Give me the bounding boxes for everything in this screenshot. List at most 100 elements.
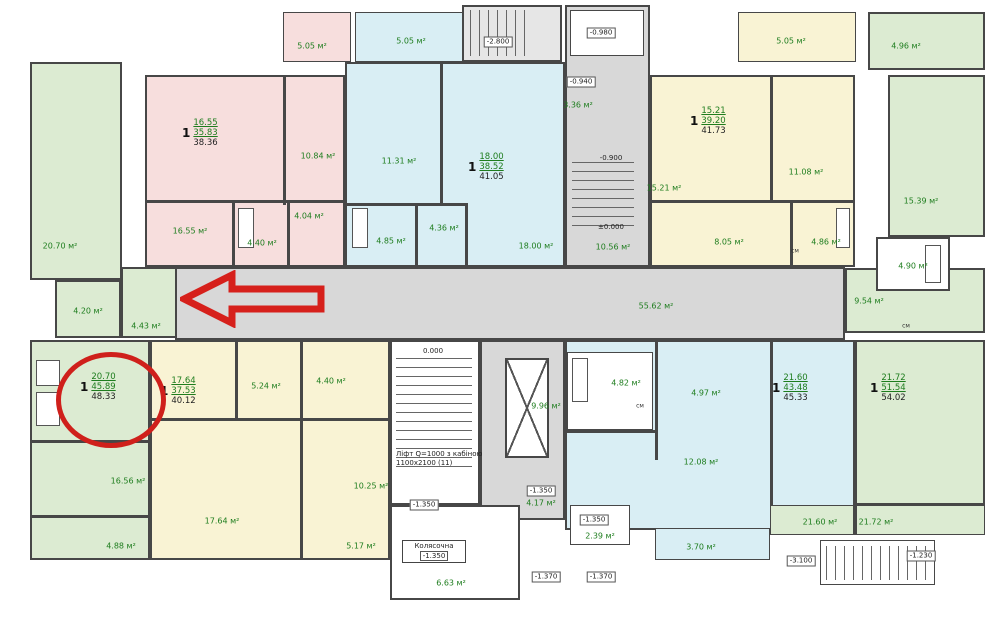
room-area-label: 4.82 м² [611,378,641,388]
highlight-circle [56,352,166,448]
room-area-label: 11.31 м² [381,156,417,166]
room-area-label: 4.17 м² [526,498,556,508]
elevation-label: -1.350 [526,485,556,497]
elevation-label: 0.000 [422,347,444,355]
stairs-icon [572,162,634,228]
room-area-label: 16.56 м² [110,476,146,486]
wall [283,75,286,205]
wall [300,340,303,420]
room [55,280,121,338]
stairs-icon [396,358,472,470]
room-area-label: 5.24 м² [251,381,281,391]
wall [655,340,658,460]
room [121,267,177,338]
room-area-label: 5.05 м² [297,41,327,51]
room-area-label: 3.36 м² [563,100,593,110]
elevation-label: ±0.000 [598,223,624,231]
living-area: 21.72 [881,373,906,383]
rooms-count: 1 [468,160,477,174]
room-area-label: 10.25 м² [353,481,389,491]
room-area-label: 11.08 м² [788,167,824,177]
stove-icon [36,360,60,386]
apartment-area: 37.53 [171,386,196,396]
room-area-label: 2.39 м² [585,531,615,541]
balcony [355,12,463,62]
apartment-area: 51.54 [881,383,906,393]
apartment-green-right [855,340,985,505]
living-area: 15.21 [701,106,726,116]
wall [287,203,290,267]
rooms-count: 1 [182,126,191,140]
stroller-room-label: Колясочна -1.350 [402,540,466,563]
elevator-note-line1: Ліфт Q=1000 з кабіною [396,450,483,458]
apartment-area: 35.83 [193,128,218,138]
room-area-label: 8.05 м² [714,237,744,247]
wall [853,505,857,535]
living-area: 18.00 [479,152,504,162]
elevation-label: -1.350 [409,499,439,511]
room-area-label: 5.05 м² [396,36,426,46]
room-area-label: 4.20 м² [73,306,103,316]
elevation-label: -0.980 [586,27,616,39]
apartment-area: 43.48 [783,383,808,393]
balcony [738,12,856,62]
room-area-label: 21.60 м² [802,517,838,527]
room-area-label: 18.00 м² [518,241,554,251]
room-area-label: 9.54 м² [854,296,884,306]
bathtub-icon [836,208,850,248]
room-area-label: 4.40 м² [316,376,346,386]
washer-label: см [791,247,799,255]
room-area-label: 6.63 м² [436,578,466,588]
wall [145,200,347,203]
wall [565,430,655,433]
living-area: 17.64 [171,376,196,386]
bathtub-icon [925,245,941,283]
balcony [283,12,351,62]
room-area-label: 4.88 м² [106,541,136,551]
apartment-yellow [650,75,855,267]
room-area-label: 3.70 м² [686,542,716,552]
room-area-label: 16.55 м² [172,226,208,236]
room [888,75,985,237]
total-area: 38.36 [193,138,218,148]
wall [345,203,468,206]
elevation-label: -1.370 [531,571,561,583]
apartment-area: 39.20 [701,116,726,126]
elevator-note: Ліфт Q=1000 з кабіною 1100x2100 (11) [396,450,486,468]
room-area-label: 4.85 м² [376,236,406,246]
wall [232,203,235,267]
room-area-label: 5.05 м² [776,36,806,46]
total-area: 41.05 [479,172,504,182]
elevator-shaft-icon [505,358,549,458]
wall [650,200,855,203]
corridor [175,267,845,340]
living-area: 16.55 [193,118,218,128]
bathtub-icon [238,208,254,248]
living-area: 21.60 [783,373,808,383]
apartment-area: 38.52 [479,162,504,172]
wall [770,75,773,203]
wall [790,203,793,267]
stairs-icon [470,10,530,56]
elevator-note-line2: 1100x2100 (11) [396,459,453,467]
room-area-label: 4.43 м² [131,321,161,331]
room-area-label: 4.97 м² [691,388,721,398]
elevation-label: -1.370 [586,571,616,583]
wall [150,418,390,421]
bathtub-icon [572,358,588,402]
room-area-label: 9.96 м² [531,401,561,411]
washer-label: см [636,402,644,410]
loggia [655,528,770,560]
elevation-label: -2.800 [483,36,513,48]
rooms-count: 1 [870,381,879,395]
wall [465,206,468,267]
room-area-label: 17.64 м² [204,516,240,526]
elevation-label: -1.350 [579,514,609,526]
total-area: 45.33 [783,393,808,403]
room-area-label: 12.08 м² [683,457,719,467]
elevation-label: -3.100 [786,555,816,567]
wall [30,515,150,518]
